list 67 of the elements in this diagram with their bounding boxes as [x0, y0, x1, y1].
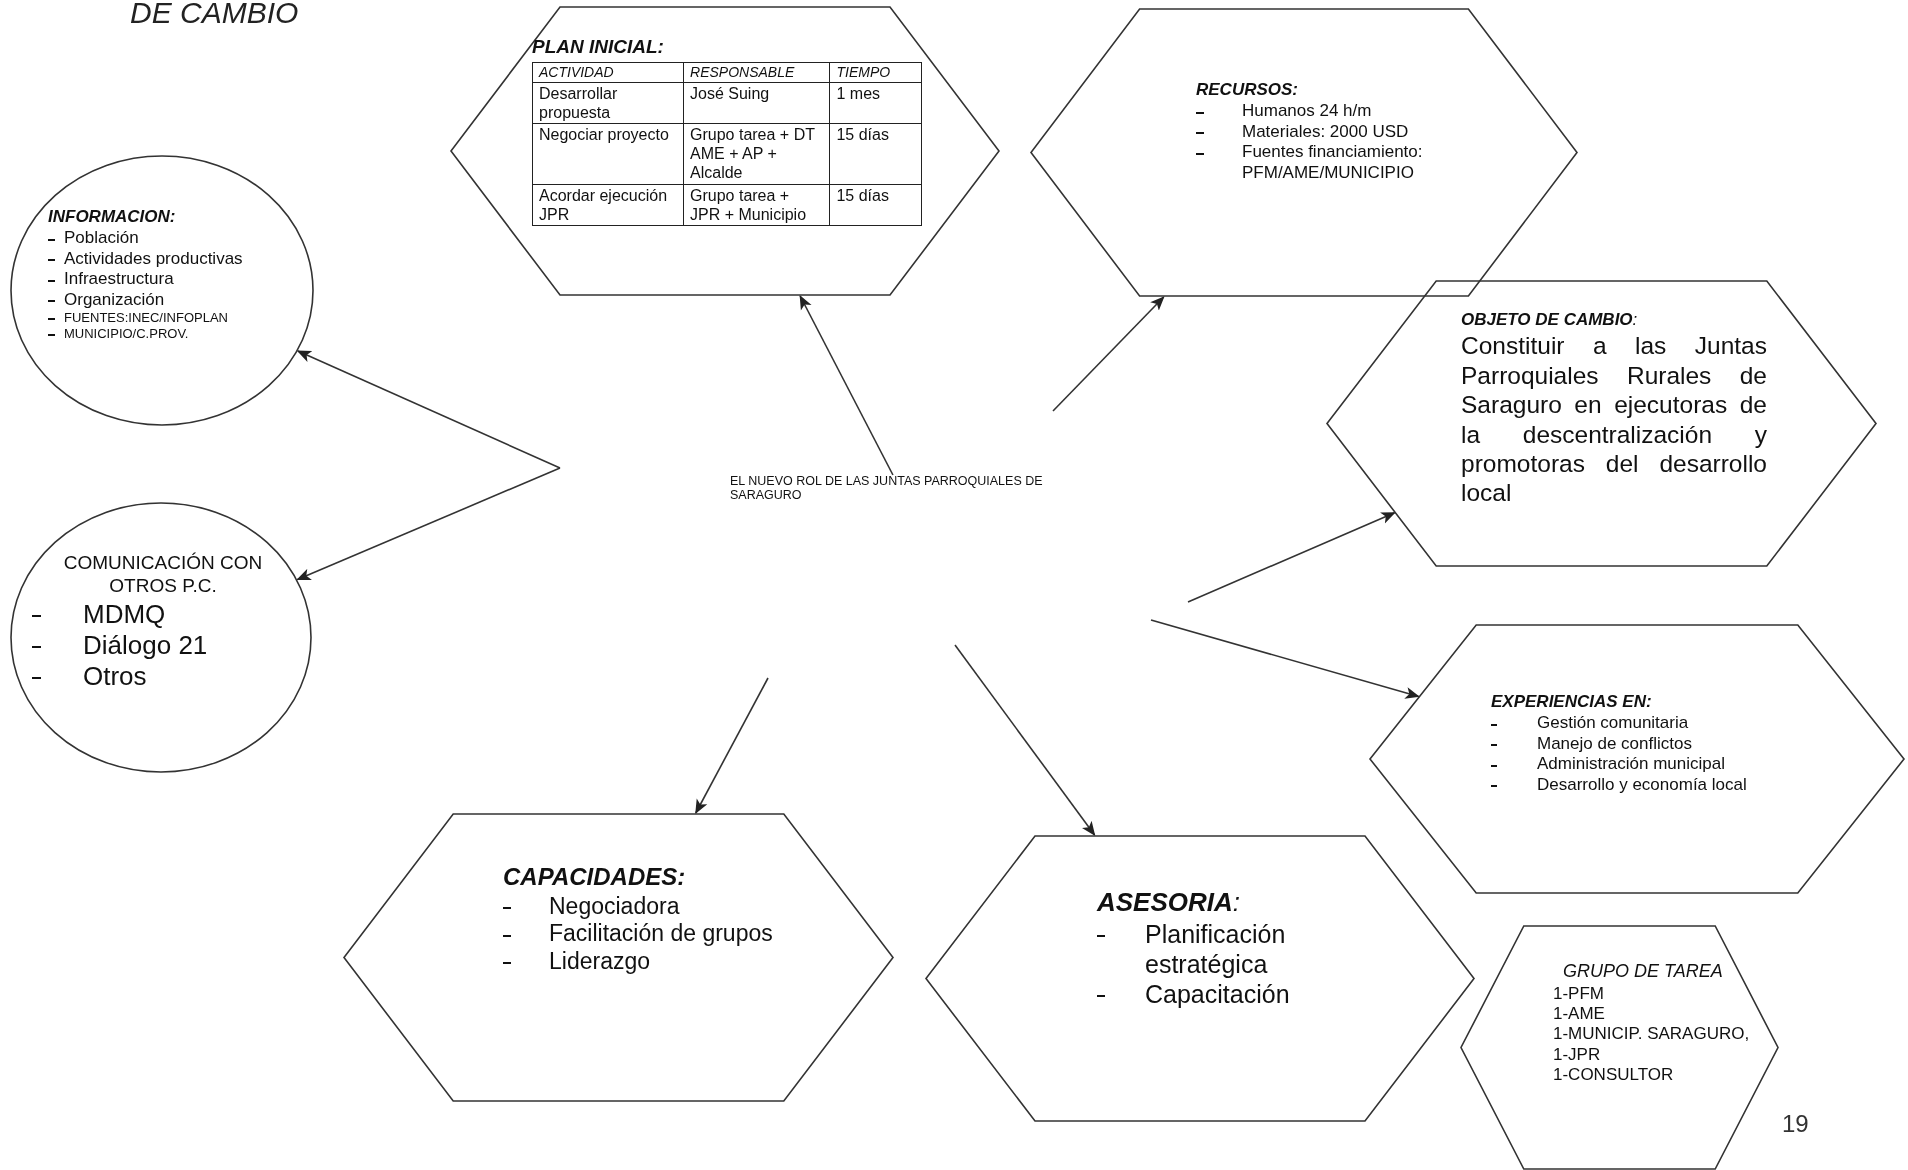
list-item: Otros	[83, 660, 147, 693]
heading: EXPERIENCIAS EN:	[1491, 692, 1653, 713]
table-header-cell: RESPONSABLE	[683, 62, 830, 83]
page-number: 19	[1782, 1110, 1809, 1138]
table-cell: Grupo tarea + DT AME + AP + Alcalde	[683, 123, 830, 185]
arrow	[296, 350, 561, 469]
list-item: Diálogo 21	[83, 629, 208, 661]
list-item: Actividades productivas	[64, 248, 243, 270]
table-header-cell: TIEMPO	[829, 62, 922, 83]
arrow	[695, 677, 769, 815]
arrow	[799, 294, 894, 476]
list-item: FUENTES:INEC/INFOPLAN	[64, 309, 228, 326]
heading: OBJETO DE CAMBIO:	[1461, 310, 1639, 331]
table-cell: 15 días	[829, 123, 922, 185]
arrow	[954, 644, 1096, 836]
list-item: Manejo de conflictos	[1537, 733, 1692, 755]
list-item: Administración municipal	[1537, 754, 1726, 775]
list-item: Humanos 24 h/m	[1242, 101, 1372, 122]
list-item: Planificación estratégica	[1145, 919, 1287, 980]
heading: GRUPO DE TAREA	[1562, 961, 1724, 983]
title: DE CAMBIO	[130, 0, 299, 30]
body-text: Constituir a las Juntas Parroquiales Rurales de Saraguro en ejecutoras de la descentralización y promotoras del desarrollo local	[1461, 331, 1767, 508]
arrow	[1052, 296, 1165, 412]
heading: PLAN INICIAL:	[532, 36, 665, 59]
list-item: 1-JPR	[1553, 1044, 1601, 1066]
list-item: Infraestructura	[64, 269, 174, 290]
list-item: Gestión comunitaria	[1537, 713, 1689, 734]
heading: COMUNICACIÓN CON OTROS P.C.	[62, 552, 264, 598]
list-item: Materiales: 2000 USD	[1242, 121, 1409, 143]
heading: INFORMACION:	[48, 207, 177, 228]
heading: RECURSOS:	[1196, 80, 1299, 101]
advisory-hexagon	[925, 835, 1475, 1122]
list-item: Organización	[64, 289, 165, 310]
list-item: Liderazgo	[549, 948, 651, 976]
table-cell: Acordar ejecución JPR	[532, 184, 684, 226]
communication-circle	[10, 502, 312, 773]
table-cell: José Suing	[683, 82, 830, 124]
table-cell: Grupo tarea + JPR + Municipio	[683, 184, 830, 226]
list-item: Población	[64, 228, 139, 249]
list-item: Fuentes financiamiento: PFM/AME/MUNICIPIO	[1242, 142, 1424, 183]
arrow	[296, 467, 561, 581]
table-cell: 15 días	[829, 184, 922, 226]
heading: ASESORIA:	[1097, 887, 1242, 919]
table-cell: Desarrollar propuesta	[532, 82, 684, 124]
central-theme-text: EL NUEVO ROL DE LAS JUNTAS PARROQUIALES DE SARAGURO	[730, 475, 1044, 503]
list-item: Facilitación de grupos	[549, 920, 773, 948]
list-item: Negociadora	[549, 892, 680, 921]
arrow	[1187, 512, 1396, 603]
objective-hexagon	[1326, 280, 1877, 567]
resources-hexagon	[1030, 8, 1578, 297]
experience-hexagon	[1369, 624, 1905, 894]
table-cell: 1 mes	[829, 82, 922, 124]
list-item: 1-MUNICIP. SARAGURO,	[1553, 1024, 1750, 1045]
list-item: Capacitación	[1145, 979, 1290, 1010]
information-circle	[10, 155, 314, 426]
plan-hexagon	[450, 6, 1000, 296]
table-header-cell: ACTIVIDAD	[532, 62, 684, 83]
list-item: 1-AME	[1553, 1004, 1605, 1025]
heading: CAPACIDADES:	[503, 863, 687, 892]
list-item: MDMQ	[83, 598, 166, 630]
list-item: Desarrollo y economía local	[1537, 774, 1747, 795]
list-item: 1-PFM	[1553, 983, 1604, 1004]
table-cell: Negociar proyecto	[532, 123, 684, 185]
list-item: 1-CONSULTOR	[1553, 1065, 1674, 1086]
capacities-hexagon	[343, 813, 894, 1102]
arrow	[1150, 619, 1420, 699]
list-item: MUNICIPIO/C.PROV.	[64, 325, 189, 342]
